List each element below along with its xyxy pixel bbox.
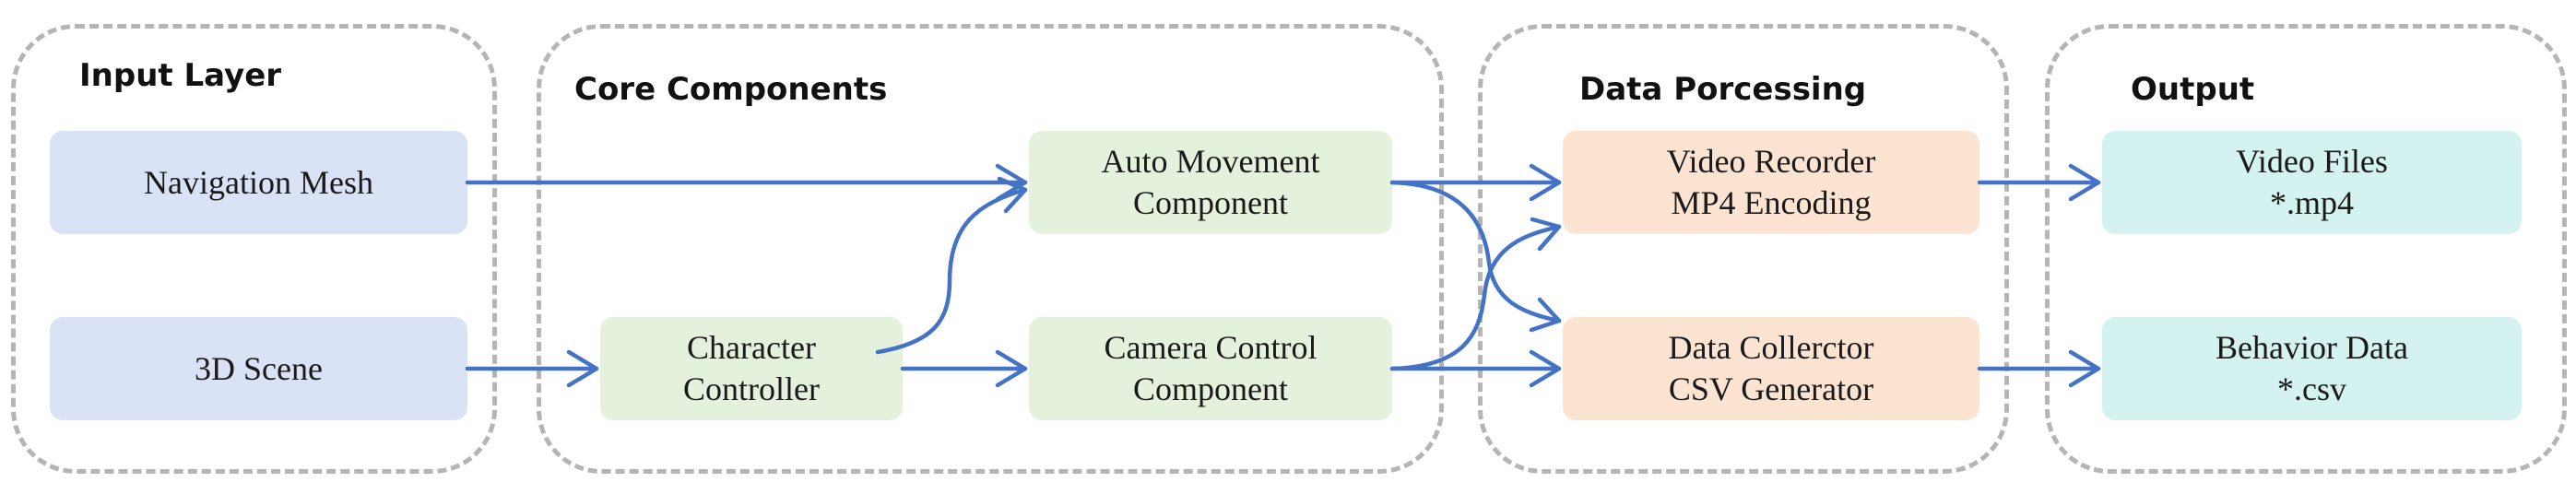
node-video-recorder-line1: Video Recorder xyxy=(1666,143,1876,180)
node-video-recorder-line2: MP4 Encoding xyxy=(1671,184,1872,221)
node-3d-scene-label: 3D Scene xyxy=(195,349,323,387)
arrowhead-character-to-camera-control xyxy=(995,349,1028,388)
node-data-collector-line2: CSV Generator xyxy=(1668,370,1874,407)
arrowhead-character-to-auto-movement xyxy=(997,176,1028,214)
group-title-output: Output xyxy=(2131,71,2255,108)
node-camera-control-component: Camera Control Component xyxy=(1029,317,1392,420)
node-navigation-mesh-label: Navigation Mesh xyxy=(144,163,373,201)
arrowhead-data-collector-to-behavior-data xyxy=(2068,349,2101,388)
node-data-collector: Data Collerctor CSV Generator xyxy=(1563,317,1979,420)
arrowhead-camera-control-to-data-collector xyxy=(1529,349,1562,388)
group-core-components xyxy=(537,24,1444,474)
node-3d-scene: 3D Scene xyxy=(50,317,467,420)
node-auto-movement-line2: Component xyxy=(1133,184,1288,221)
group-title-data-processing: Data Porcessing xyxy=(1579,71,1867,108)
node-video-files-line2: *.mp4 xyxy=(2269,184,2354,221)
edge-character-to-auto-movement xyxy=(875,187,1028,355)
group-title-input-layer: Input Layer xyxy=(79,57,282,94)
group-input-layer xyxy=(11,24,497,474)
node-video-files: Video Files *.mp4 xyxy=(2102,131,2522,234)
node-character-controller-line2: Controller xyxy=(683,370,820,407)
node-behavior-data-line1: Behavior Data xyxy=(2216,329,2408,366)
node-character-controller: Character Controller xyxy=(600,317,903,420)
node-camera-control-line1: Camera Control xyxy=(1104,329,1318,366)
node-character-controller-line1: Character xyxy=(687,329,816,366)
node-camera-control-line2: Component xyxy=(1133,370,1288,407)
group-title-core-components: Core Components xyxy=(574,71,888,108)
arrowhead-auto-movement-to-video-recorder xyxy=(1529,163,1562,202)
node-behavior-data-line2: *.csv xyxy=(2277,370,2346,407)
node-auto-movement-line1: Auto Movement xyxy=(1101,143,1320,180)
arrowhead-auto-movement-to-data-collector xyxy=(1529,297,1562,333)
node-behavior-data: Behavior Data *.csv xyxy=(2102,317,2522,420)
arrowhead-scene-to-character-controller xyxy=(566,349,599,388)
edge-camera-control-to-video-recorder xyxy=(1389,224,1562,371)
arrowhead-navmesh-to-auto-movement xyxy=(995,163,1028,202)
node-navigation-mesh: Navigation Mesh xyxy=(50,131,467,234)
node-auto-movement-component: Auto Movement Component xyxy=(1029,131,1392,234)
edge-auto-movement-to-data-collector xyxy=(1389,180,1562,323)
group-data-processing xyxy=(1478,24,2009,474)
arrowhead-video-recorder-to-video-files xyxy=(2068,163,2101,202)
arrowhead-camera-control-to-video-recorder xyxy=(1530,217,1562,252)
node-video-recorder: Video Recorder MP4 Encoding xyxy=(1563,131,1979,234)
node-data-collector-line1: Data Collerctor xyxy=(1668,329,1874,366)
group-output xyxy=(2045,24,2567,474)
node-video-files-line1: Video Files xyxy=(2236,143,2388,180)
